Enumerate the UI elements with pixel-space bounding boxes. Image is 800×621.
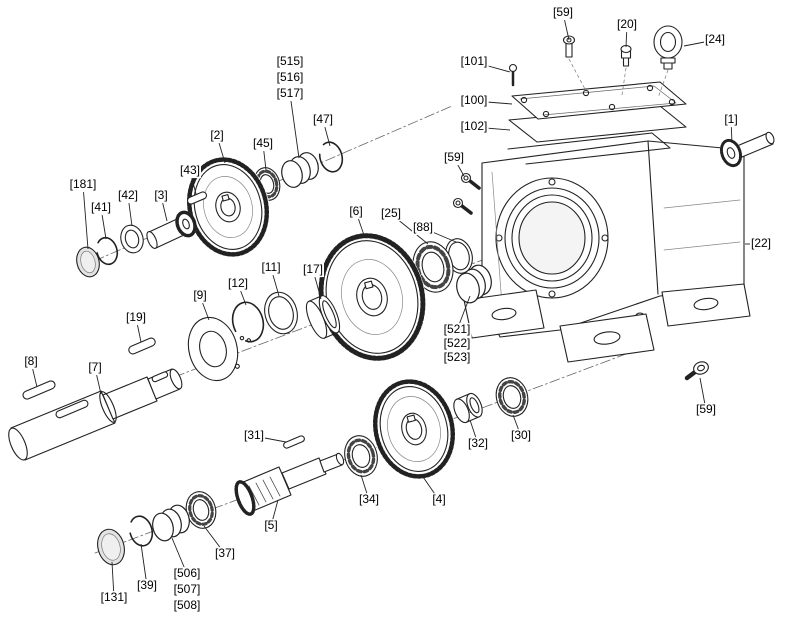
closing-cap-131 [94,526,128,568]
leader-line-517 [289,93,300,159]
shim-rings-515-517 [279,150,321,189]
breather-plug-20 [621,46,631,96]
bushing-17 [302,293,343,341]
input-pinion-1 [716,131,775,170]
bearing-34 [340,432,382,480]
key-43 [186,191,207,205]
gear-4 [372,378,456,480]
shim-rings-506-508 [150,503,193,543]
pinion-shaft-5 [231,452,345,518]
part-label-517: [517] [275,86,305,101]
washer-9 [182,312,245,386]
part-label-4: [4] [431,492,447,507]
output-shaft-7 [5,368,184,463]
part-label-9: [9] [192,288,208,303]
part-label-59c: [59] [694,402,718,417]
leader-line-181 [82,184,89,250]
pinion-shaft-3 [145,210,200,249]
part-label-30: [30] [509,428,533,443]
part-label-523: [523] [442,350,472,365]
part-label-25: [25] [379,206,403,221]
part-label-37: [37] [213,546,237,561]
part-label-34: [34] [357,492,381,507]
retaining-ring-39 [126,514,155,549]
part-label-41: [41] [89,200,113,215]
part-label-516: [516] [275,70,305,85]
part-label-11: [11] [260,260,282,275]
part-label-522: [522] [442,336,472,351]
bearing-25 [408,237,459,296]
key-19 [128,337,157,355]
screw-101 [510,65,517,86]
part-label-181: [181] [68,177,98,192]
part-label-42: [42] [116,188,140,203]
part-label-100: [100] [459,93,489,108]
retaining-ring-41 [94,235,120,266]
part-label-507: [507] [172,582,202,597]
ring-11 [260,289,302,338]
part-label-43: [43] [178,163,202,178]
shim-rings-521-523 [453,263,494,306]
part-label-12: [12] [226,276,250,291]
key-31 [283,435,306,449]
part-label-508: [508] [172,598,202,613]
oil-plug-59 [687,360,710,378]
retaining-ring-47 [316,140,345,175]
part-label-39: [39] [135,578,159,593]
part-label-521: [521] [442,322,472,337]
part-label-131: [131] [99,590,129,605]
part-label-59b: [59] [442,150,466,165]
part-label-101: [101] [459,54,489,69]
washer-42 [118,223,146,256]
part-label-47: [47] [311,112,335,127]
part-label-20: [20] [615,17,639,32]
closing-cap-181 [73,245,102,280]
part-label-17: [17] [301,262,325,277]
part-label-8: [8] [23,354,39,369]
part-label-6: [6] [348,204,364,219]
part-label-102: [102] [459,119,489,134]
part-label-31: [31] [242,428,266,443]
part-label-2: [2] [209,128,225,143]
part-label-5: [5] [263,518,279,533]
part-label-59a: [59] [551,5,575,20]
part-label-7: [7] [87,360,103,375]
cover-plate-100 [512,82,686,119]
part-label-19: [19] [124,310,148,325]
part-label-515: [515] [275,54,305,69]
retaining-ring-12 [228,299,267,345]
eyebolt-24 [654,26,682,98]
part-label-1: [1] [723,112,739,127]
part-label-24: [24] [703,32,727,47]
part-label-3: [3] [153,188,169,203]
part-label-22: [22] [749,236,773,251]
part-label-88: [88] [411,220,435,235]
part-label-45: [45] [251,136,275,151]
part-label-32: [32] [466,436,490,451]
leader-line-39 [140,543,148,587]
housing [464,133,750,362]
key-8 [22,380,56,401]
bushing-32 [451,391,486,425]
bearing-30 [492,374,532,420]
part-label-506: [506] [172,566,202,581]
